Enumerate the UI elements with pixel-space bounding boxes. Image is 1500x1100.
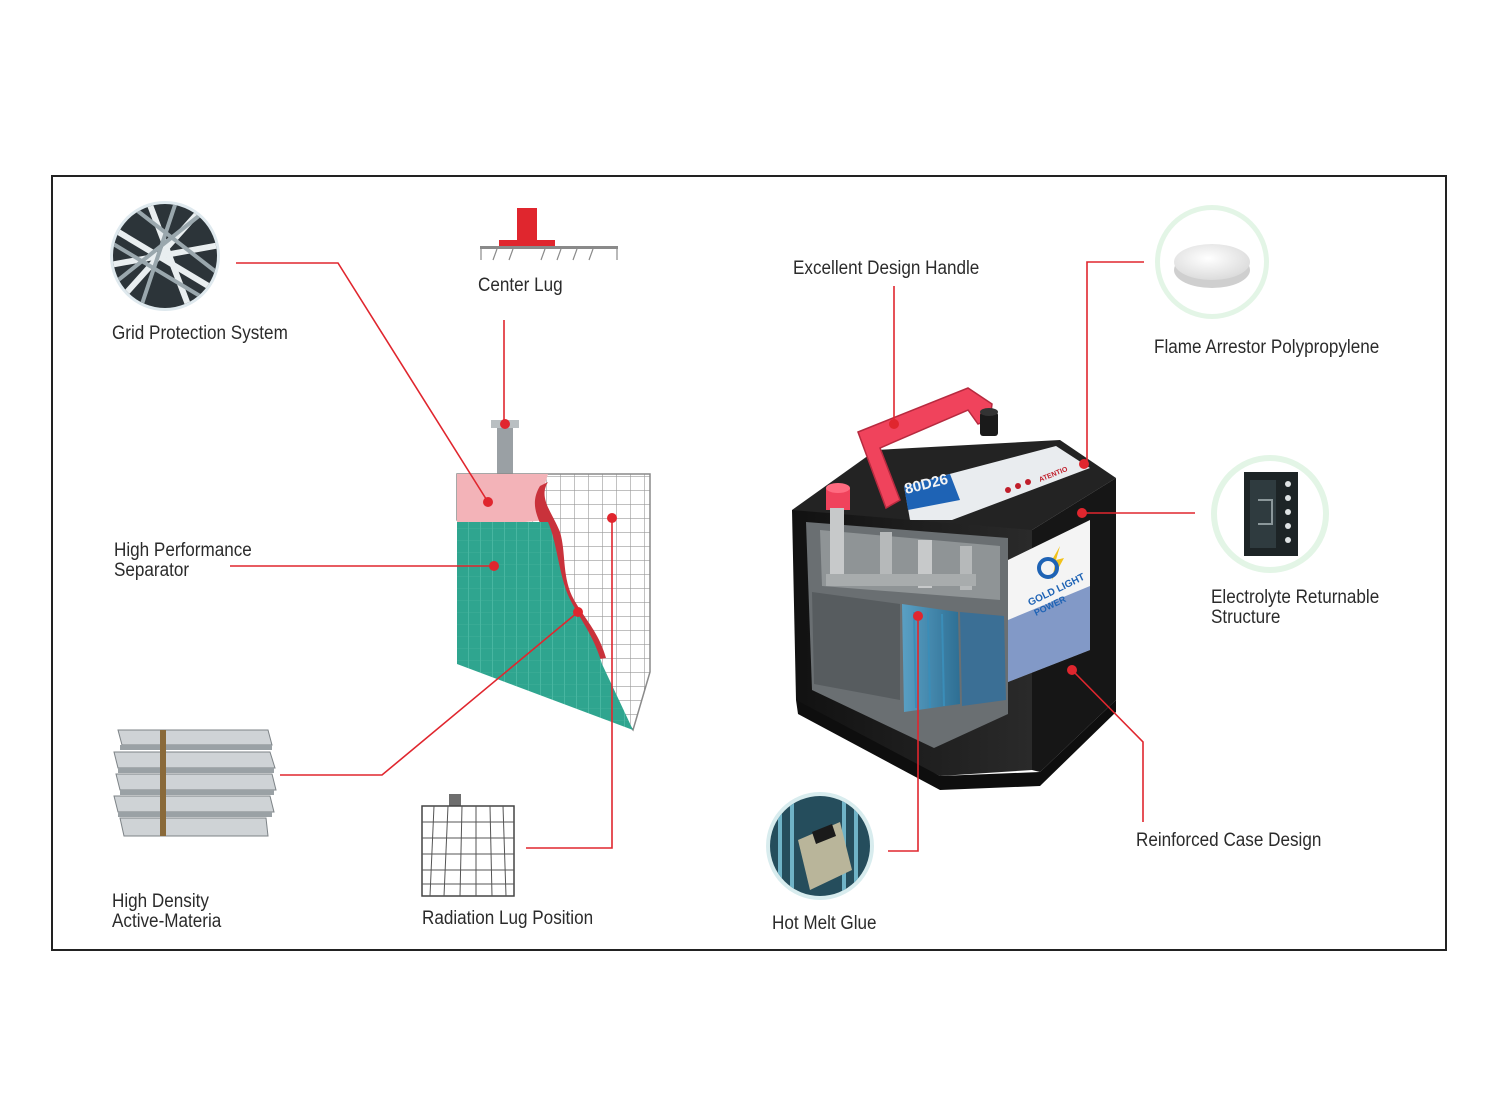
separator-label-line1: High Performance xyxy=(114,540,252,561)
active-material-label-line1: High Density xyxy=(112,891,209,912)
radiation-lug-grid-icon xyxy=(421,794,515,897)
separator-label-line2: Separator xyxy=(114,560,190,581)
hot-melt-glue-icon xyxy=(766,792,874,900)
radiation-lug-label: Radiation Lug Position xyxy=(422,908,594,929)
lead-ingots-icon xyxy=(113,729,277,837)
battery-illustration: 80D26 ATENTIO GOLD LIGHT POWER xyxy=(792,387,1116,790)
active-material-label-line2: Active-Materia xyxy=(112,911,222,932)
glass-fiber-icon xyxy=(110,201,220,311)
electrolyte-label: Electrolyte Returnable Structure xyxy=(1211,588,1379,628)
flame-arrestor-tablet-icon xyxy=(1155,205,1269,319)
plate-cutaway-illustration xyxy=(456,419,651,732)
center-lug-icon xyxy=(480,208,618,261)
hot-melt-glue-label: Hot Melt Glue xyxy=(772,913,877,934)
flame-arrestor-label: Flame Arrestor Polypropylene xyxy=(1154,337,1380,358)
handle-label: Excellent Design Handle xyxy=(793,258,980,279)
electrolyte-structure-icon xyxy=(1211,455,1329,573)
separator-label: High Performance Separator xyxy=(114,541,252,581)
right-callout-lines xyxy=(888,261,1195,852)
left-callout-lines xyxy=(230,262,613,849)
electrolyte-label-line2: Structure xyxy=(1211,607,1281,628)
center-lug-label: Center Lug xyxy=(478,275,563,296)
electrolyte-label-line1: Electrolyte Returnable xyxy=(1211,587,1380,608)
grid-protection-label: Grid Protection System xyxy=(112,323,288,344)
reinforced-case-label: Reinforced Case Design xyxy=(1136,830,1322,851)
active-material-label: High Density Active-Materia xyxy=(112,892,221,932)
